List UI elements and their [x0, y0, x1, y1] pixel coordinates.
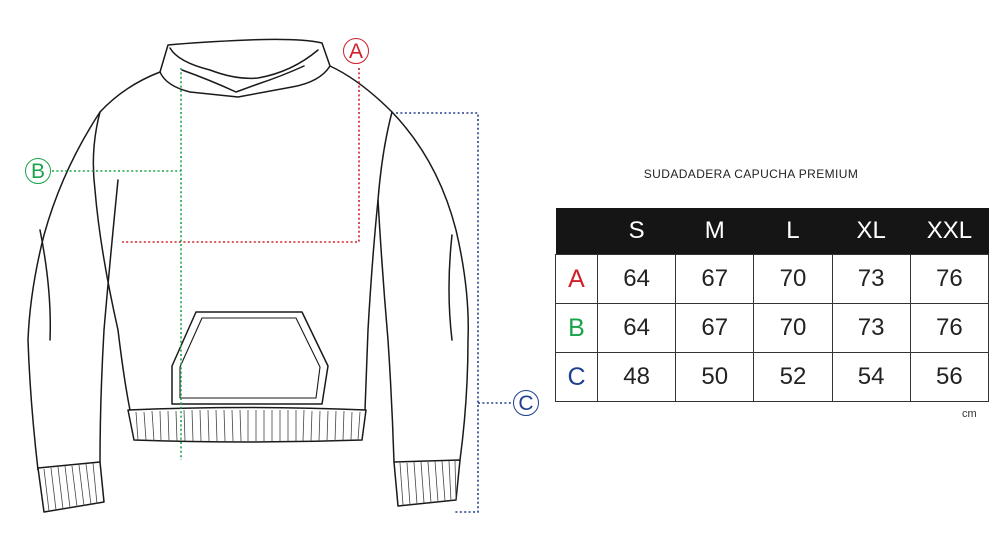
kangaroo-pocket: [171, 311, 329, 405]
right-cuff-ribbing: [399, 460, 457, 506]
product-title: SUDADADERA CAPUCHA PREMIUM: [643, 167, 859, 181]
row-label-c: C: [555, 352, 598, 402]
unit-label: cm: [962, 408, 977, 420]
left-sleeve-fold: [39, 229, 52, 341]
left-sleeve-outer: [27, 111, 101, 471]
measurement-cell: 73: [831, 303, 911, 353]
measurement-cell: 70: [753, 254, 833, 304]
size-header: M: [675, 208, 754, 255]
measurement-cell: 76: [909, 303, 990, 353]
right-sleeve-outer: [391, 111, 469, 461]
marker-c: C: [513, 390, 539, 416]
size-header: XL: [832, 208, 911, 255]
measurement-cell: 56: [909, 352, 990, 402]
measure-line-c: [396, 112, 512, 513]
hood-collar: [169, 47, 319, 80]
measure-line-a: [122, 68, 360, 243]
hem-band: [127, 406, 367, 443]
size-header: S: [597, 208, 676, 255]
size-header: L: [753, 208, 833, 255]
table-row: B 64 67 70 73 76: [555, 303, 990, 353]
measurement-cell: 73: [831, 254, 911, 304]
row-label-a: A: [555, 254, 598, 304]
marker-a: A: [343, 38, 369, 64]
measurement-cell: 48: [596, 352, 677, 402]
size-chart-table: S M L XL XXL A 64 67 70 73 76 B 64 67 70…: [555, 208, 990, 402]
measurement-cell: 67: [675, 303, 755, 353]
table-row: C 48 50 52 54 56: [555, 352, 990, 402]
table-row: A 64 67 70 73 76: [555, 254, 990, 304]
right-sleeve-inner: [377, 199, 395, 463]
measurement-cell: 50: [675, 352, 755, 402]
table-header-row: S M L XL XXL: [555, 208, 989, 255]
left-cuff: [37, 461, 105, 513]
measurement-cell: 64: [596, 254, 677, 304]
left-sleeve-inner: [99, 179, 119, 463]
size-header: XXL: [910, 208, 989, 255]
kangaroo-pocket-stitch: [179, 317, 321, 399]
row-label-b: B: [555, 303, 598, 353]
right-sleeve-fold: [448, 234, 453, 341]
body-left-side: [92, 71, 161, 411]
body-right-side: [329, 65, 393, 411]
hood-cross: [181, 65, 305, 93]
measure-line-b: [52, 68, 182, 460]
measurement-cell: 70: [753, 303, 833, 353]
marker-b: B: [25, 158, 51, 184]
hem-ribbing: [135, 409, 361, 442]
left-cuff-ribbing: [43, 462, 98, 512]
measurement-cell: 64: [596, 303, 677, 353]
measurement-cell: 54: [831, 352, 911, 402]
measurement-cell: 67: [675, 254, 755, 304]
header-corner-cell: [555, 208, 598, 255]
measurement-cell: 76: [909, 254, 990, 304]
measurement-cell: 52: [753, 352, 833, 402]
